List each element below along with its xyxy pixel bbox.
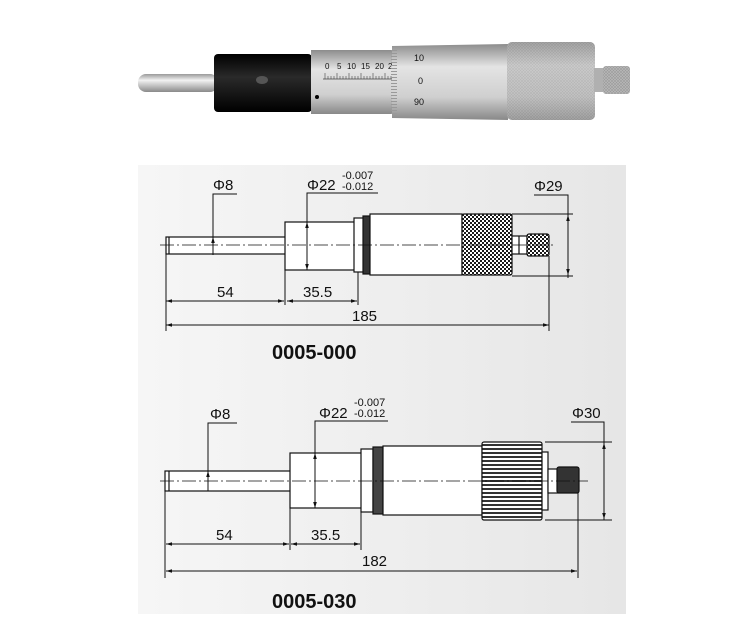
sleeve-length-label: 35.5 xyxy=(311,527,340,544)
drawing-0005-030 xyxy=(160,420,612,578)
svg-text:15: 15 xyxy=(361,62,370,71)
sleeve-length-label: 35.5 xyxy=(303,284,332,301)
svg-text:90: 90 xyxy=(414,97,424,107)
model-number-0005-000: 0005-000 xyxy=(272,342,357,364)
micrometer-head-photo: 0 5 10 15 20 2 10 0 90 xyxy=(0,0,750,150)
tolerance-lower: -0.012 xyxy=(342,181,373,193)
total-length-label: 185 xyxy=(352,308,377,325)
svg-text:0: 0 xyxy=(418,76,423,86)
spindle-length-label: 54 xyxy=(216,527,233,544)
svg-text:10: 10 xyxy=(347,62,356,71)
svg-text:2: 2 xyxy=(388,62,393,71)
tolerance-upper: -0.007 xyxy=(354,397,385,409)
svg-text:20: 20 xyxy=(375,62,384,71)
spindle-diameter-label: Φ8 xyxy=(210,406,230,423)
thimble-diameter-label: Φ30 xyxy=(572,405,601,422)
photo-thimble xyxy=(392,44,508,120)
photo-sleeve xyxy=(311,50,396,114)
svg-text:10: 10 xyxy=(414,53,424,63)
total-length-label: 182 xyxy=(362,553,387,570)
sleeve-diameter-label: Φ22 xyxy=(319,405,348,422)
photo-spindle xyxy=(138,74,218,92)
sleeve-diameter-label: Φ22 xyxy=(307,177,336,194)
thimble-diameter-label: Φ29 xyxy=(534,178,563,195)
tolerance-lower: -0.012 xyxy=(354,408,385,420)
svg-text:5: 5 xyxy=(337,62,342,71)
tolerance-upper: -0.007 xyxy=(342,170,373,182)
spindle-length-label: 54 xyxy=(217,284,234,301)
model-number-0005-030: 0005-030 xyxy=(272,591,357,613)
photo-ratchet xyxy=(603,66,630,94)
svg-text:0: 0 xyxy=(325,62,330,71)
spindle-diameter-label: Φ8 xyxy=(213,177,233,194)
drawing-0005-000 xyxy=(160,192,573,331)
